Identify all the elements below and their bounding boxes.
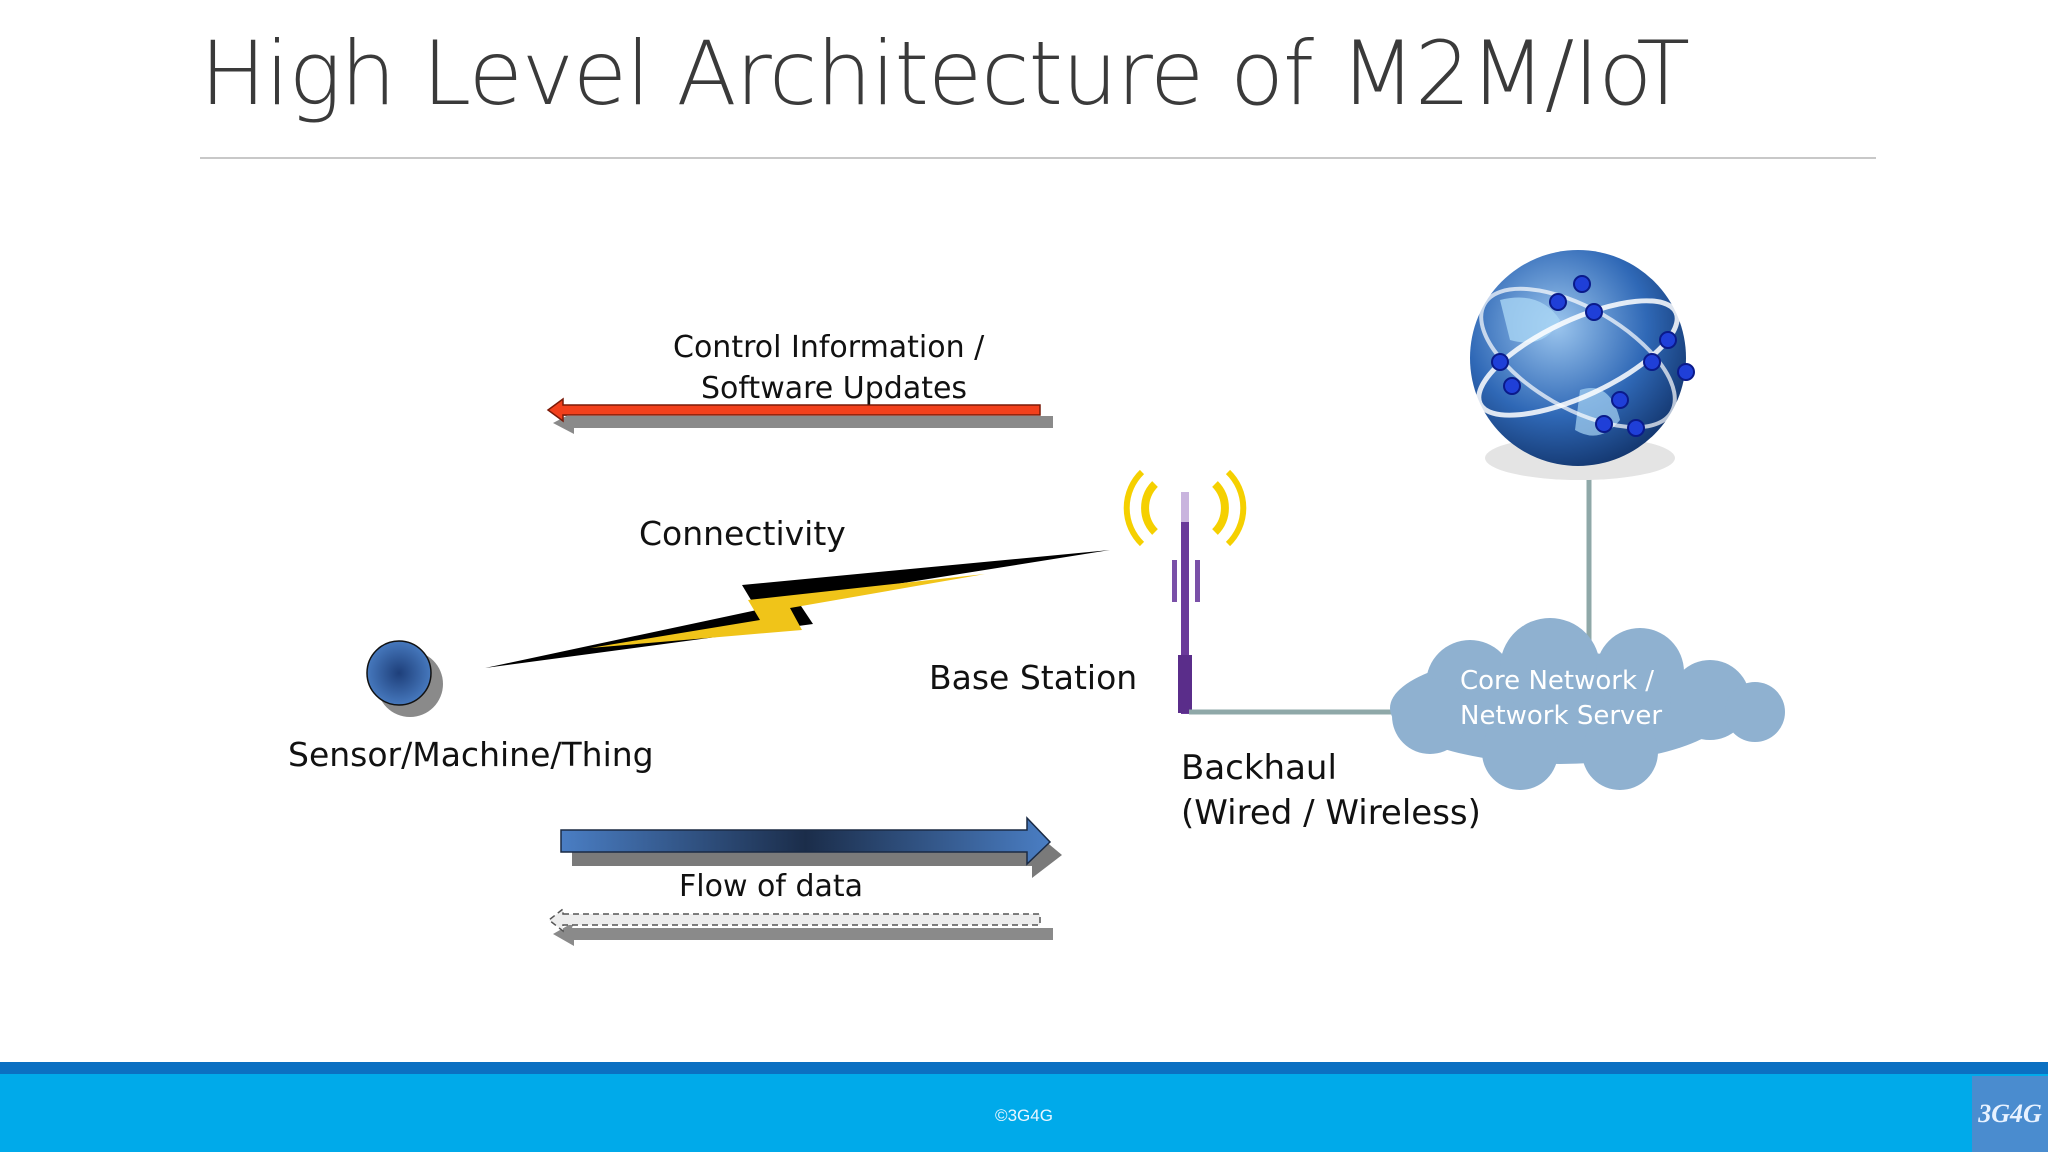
flow-of-data-label: Flow of data (679, 869, 864, 904)
title-divider (200, 157, 1876, 159)
base-station-label: Base Station (929, 658, 1138, 697)
return-flow-arrow (547, 907, 1053, 946)
copyright-text: ©3G4G (995, 1106, 1053, 1125)
footer-accent-line (0, 1062, 2048, 1074)
backhaul-label-line1: Backhaul (1181, 748, 1337, 788)
core-network-cloud-icon (1390, 618, 1785, 790)
control-arrow (546, 397, 1053, 434)
data-flow-arrow (560, 816, 1062, 878)
backhaul-label-line2: (Wired / Wireless) (1181, 793, 1481, 833)
sensor-node-icon (366, 640, 443, 717)
core-network-label-line2: Network Server (1460, 701, 1663, 731)
sensor-label: Sensor/Machine/Thing (288, 735, 654, 774)
brand-logo: 3G4G (1972, 1076, 2048, 1152)
base-station-tower-icon (1123, 469, 1247, 714)
control-info-label-line1: Control Information / (673, 330, 985, 365)
connectivity-label: Connectivity (639, 514, 846, 553)
core-network-label-line1: Core Network / (1460, 666, 1655, 696)
footer-bar (0, 1074, 2048, 1152)
slide-title: High Level Architecture of M2M/IoT (200, 22, 1690, 125)
control-info-label-line2: Software Updates (701, 371, 968, 406)
lightning-bolt-icon (485, 550, 1110, 668)
internet-globe-icon (1470, 250, 1695, 480)
